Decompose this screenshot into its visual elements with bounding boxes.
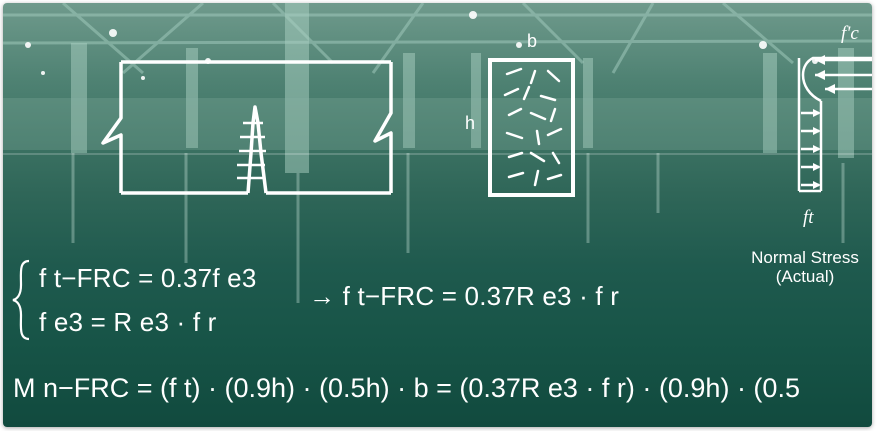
equation-implication: → f t−FRC = 0.37R e3 · f r <box>309 281 620 311</box>
slide-frame: b h f'c ft Normal Stress (Actual) f t−FR… <box>3 3 872 427</box>
moment-equation: M n−FRC = (f t) · (0.9h) · (0.5h) · b = … <box>13 373 800 403</box>
beam-elevation-diagram <box>101 60 393 195</box>
stress-caption-line1: Normal Stress <box>751 248 859 267</box>
width-label: b <box>527 31 538 51</box>
stress-caption: Normal Stress (Actual) <box>715 248 872 286</box>
equation-system-line2: f e3 = R e3 · f r <box>39 307 217 337</box>
compressive-stress-label: f'c <box>841 23 859 44</box>
stress-caption-line2: (Actual) <box>775 267 835 286</box>
tensile-stress-label: ft <box>803 207 814 228</box>
height-label: h <box>465 113 476 133</box>
stress-distribution-diagram <box>12 55 872 341</box>
cross-section-diagram <box>488 58 575 197</box>
equation-system-line1: f t−FRC = 0.37f e3 <box>39 263 257 293</box>
warehouse-background <box>3 3 872 303</box>
